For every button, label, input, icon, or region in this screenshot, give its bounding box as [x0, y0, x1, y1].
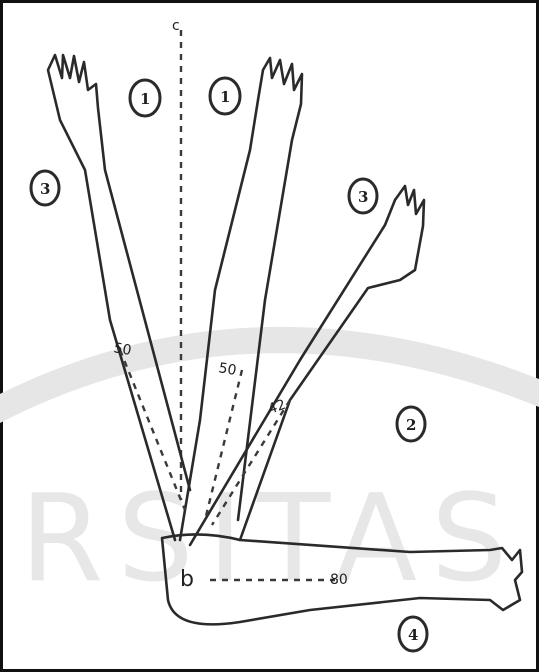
measure-label-upper-mid: 50: [217, 360, 237, 379]
arm-raised-left: [48, 55, 190, 540]
measure-label-upper-left: 50: [112, 340, 132, 359]
region-number: 4: [408, 626, 418, 644]
measure-label-horizontal: 80: [330, 572, 348, 588]
axis-label: c: [172, 18, 180, 34]
region-marker-4: 4: [399, 617, 427, 651]
region-marker-3-right: 3: [349, 179, 377, 213]
region-marker-1-left: 1: [130, 80, 160, 116]
watermark-arc: [0, 340, 539, 430]
region-marker-3-left: 3: [31, 171, 59, 205]
region-marker-2: 2: [397, 407, 425, 441]
watermark-text: RSITAS: [20, 470, 521, 609]
region-number: 3: [358, 188, 368, 206]
region-number: 1: [140, 90, 150, 108]
region-number: 3: [40, 180, 50, 198]
arm-raised-up: [180, 58, 302, 540]
region-number: 1: [220, 88, 230, 106]
watermark: RSITAS: [0, 340, 539, 609]
region-marker-1-right: 1: [210, 78, 240, 114]
region-number: 2: [406, 416, 416, 434]
elbow-label: b: [180, 567, 194, 592]
